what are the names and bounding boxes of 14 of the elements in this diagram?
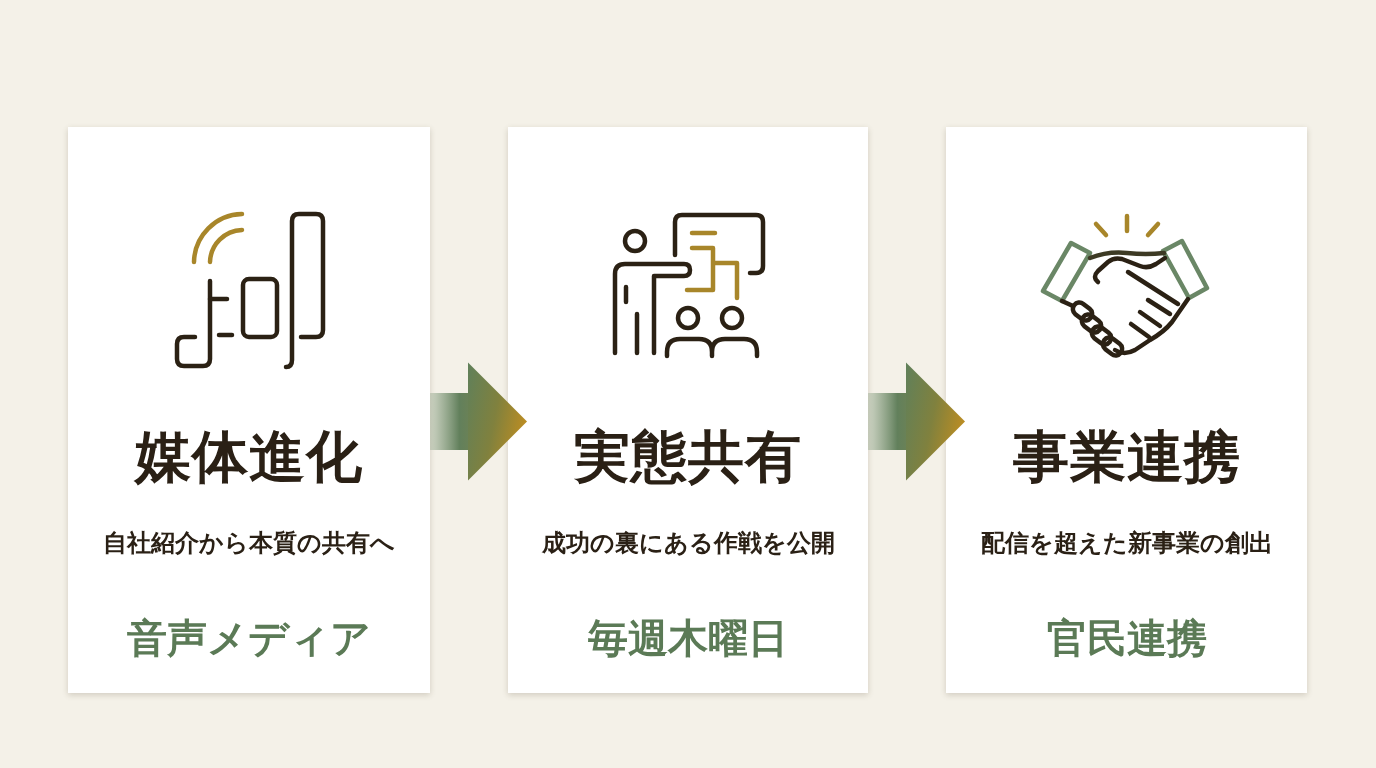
arrow xyxy=(430,362,527,481)
step-card xyxy=(946,127,1307,693)
step-card xyxy=(68,127,430,693)
heading: 実態共有 xyxy=(574,423,802,491)
tagline: 官民連携 xyxy=(1046,614,1207,662)
tagline: 毎週木曜日 xyxy=(588,614,788,662)
subtitle: 自社紹介から本質の共有へ xyxy=(103,528,395,558)
heading: 事業連携 xyxy=(1012,423,1241,491)
heading: 媒体進化 xyxy=(135,423,363,491)
step-card xyxy=(508,127,868,693)
tagline: 音声メディア xyxy=(127,614,371,662)
subtitle: 成功の裏にある作戦を公開 xyxy=(541,528,835,558)
arrow xyxy=(868,362,965,481)
subtitle: 配信を超えた新事業の創出 xyxy=(980,528,1273,558)
